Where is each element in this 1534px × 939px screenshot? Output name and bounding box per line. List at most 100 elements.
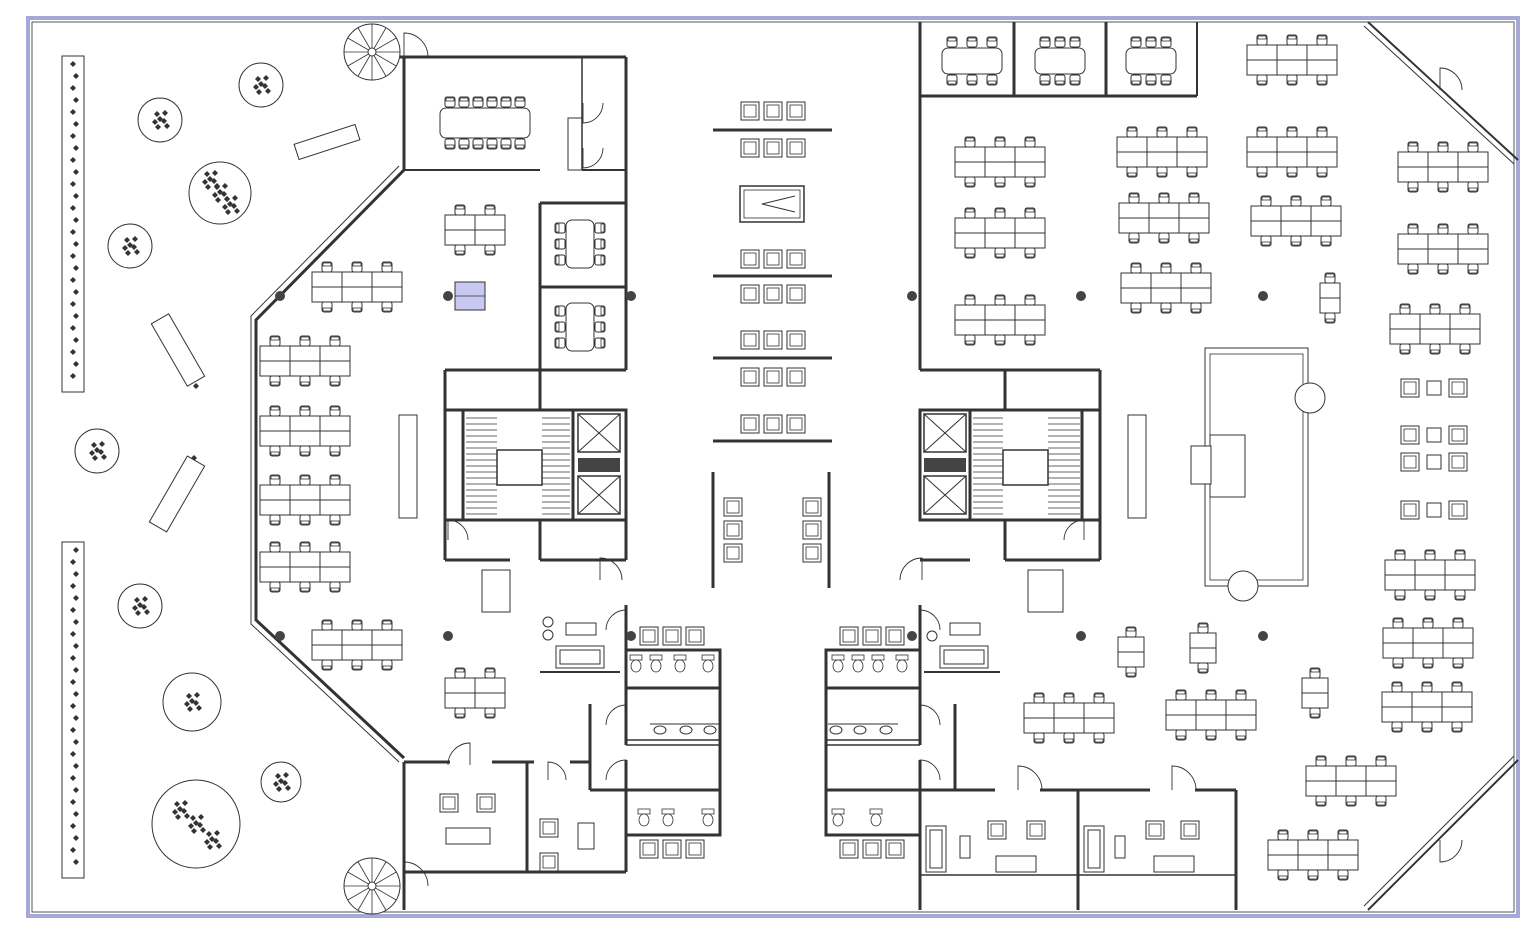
desk-group	[259, 415, 351, 447]
chair-icon	[1399, 303, 1411, 315]
chair-icon	[1391, 721, 1403, 733]
desk-group	[1319, 282, 1341, 314]
conference-table	[439, 107, 531, 139]
chair-icon	[1429, 303, 1441, 315]
planter-strip-bottom	[61, 541, 85, 879]
chair-icon	[1421, 721, 1433, 733]
door-icon	[403, 861, 429, 887]
planter-strip-top	[61, 55, 85, 393]
chair-icon	[1175, 729, 1187, 741]
chair-icon	[1422, 657, 1434, 669]
chair-icon	[329, 541, 341, 553]
chair-icon	[1256, 166, 1268, 178]
chair-icon	[454, 667, 466, 679]
desk-group	[1397, 233, 1489, 265]
door-icon	[605, 609, 627, 631]
armchair-icon	[1400, 378, 1420, 398]
armchair-icon	[740, 367, 760, 387]
armchair-icon	[740, 284, 760, 304]
desk-group	[1116, 136, 1208, 168]
column-icon	[626, 631, 636, 641]
chair-icon	[321, 659, 333, 671]
desk-group	[1397, 151, 1489, 183]
chair-icon	[269, 405, 281, 417]
chair-icon	[269, 474, 281, 486]
toilet-icon	[629, 654, 643, 673]
armchair-icon	[740, 330, 760, 350]
elevator-icon	[923, 413, 967, 515]
chair-icon	[1451, 721, 1463, 733]
chair-icon	[1156, 166, 1168, 178]
door-icon	[919, 704, 941, 726]
chair-icon	[329, 335, 341, 347]
chair-icon	[1260, 235, 1272, 247]
chair-icon	[484, 667, 496, 679]
door-icon	[919, 759, 941, 781]
armchair-icon	[539, 818, 559, 838]
chair-icon	[1205, 729, 1217, 741]
chair-icon	[1290, 195, 1302, 207]
chair-icon	[1235, 689, 1247, 701]
chair-icon	[1286, 166, 1298, 178]
chair-icon	[299, 335, 311, 347]
armchair-icon	[1026, 820, 1046, 840]
armchair-icon	[839, 839, 859, 859]
door-icon	[605, 759, 627, 781]
chair-icon	[381, 301, 393, 313]
chair-icon	[964, 334, 976, 346]
armchair-icon	[1145, 820, 1165, 840]
armchair-icon	[723, 543, 743, 563]
chair-icon	[964, 294, 976, 306]
column-icon	[907, 631, 917, 641]
chair-icon	[1345, 795, 1357, 807]
chair-icon	[484, 204, 496, 216]
desk-group	[311, 271, 403, 303]
door-icon	[1439, 839, 1463, 863]
chair-icon	[1324, 312, 1336, 324]
armchair-icon	[740, 249, 760, 269]
chair-icon	[1158, 232, 1170, 244]
desk-group	[444, 677, 506, 709]
workstation-desks	[259, 44, 1489, 871]
column-icon	[626, 291, 636, 301]
armchair-icon	[1400, 500, 1420, 520]
chair-icon	[1260, 195, 1272, 207]
desk-group	[1381, 691, 1473, 723]
chair-icon	[1467, 181, 1479, 193]
chair-icon	[1197, 662, 1209, 674]
chair-icon	[1190, 262, 1202, 274]
chair-icon	[1126, 126, 1138, 138]
chair-icon	[1437, 223, 1449, 235]
chair-icon	[351, 261, 363, 273]
armchair-icon	[763, 330, 783, 350]
toilet-icon	[629, 654, 909, 827]
chair-icon	[269, 375, 281, 387]
toilet-icon	[673, 654, 687, 673]
chair-icon	[1256, 74, 1268, 86]
armchair-icon	[1180, 820, 1200, 840]
chair-icon	[1235, 729, 1247, 741]
toilet-icon	[701, 654, 715, 673]
door-icon	[1017, 765, 1043, 791]
armchair-icon	[763, 284, 783, 304]
chair-icon	[299, 514, 311, 526]
desk-group	[311, 629, 403, 661]
chair-icon	[1024, 294, 1036, 306]
chair-icon	[1407, 223, 1419, 235]
chair-icon	[269, 335, 281, 347]
desk-group	[259, 484, 351, 516]
chair-icon	[1324, 272, 1336, 284]
chair-icon	[1375, 795, 1387, 807]
conference-table	[565, 219, 595, 269]
armchair-icon	[885, 626, 905, 646]
desk-group	[1301, 677, 1329, 709]
chair-icon	[1024, 334, 1036, 346]
door-icon	[582, 147, 604, 169]
desk-group	[954, 146, 1046, 178]
chair-icon	[994, 207, 1006, 219]
chair-icon	[1309, 667, 1321, 679]
chair-icon	[321, 261, 333, 273]
column-icon	[443, 291, 453, 301]
chair-icon	[1063, 732, 1075, 744]
